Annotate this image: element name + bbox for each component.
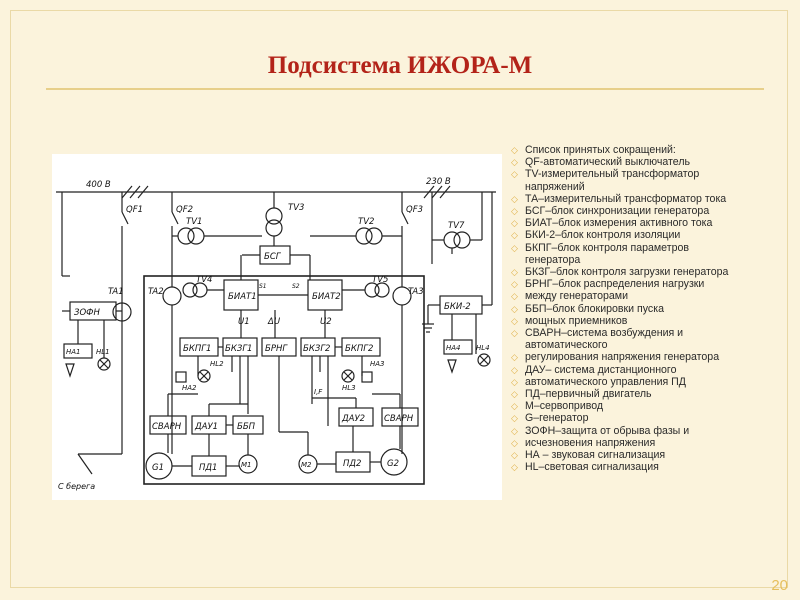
- tv2-label: TV2: [358, 217, 374, 227]
- abbreviation-item: ПД–первичный двигатель: [511, 388, 786, 400]
- tv5-label: TV5: [372, 275, 388, 285]
- bkpg2-block: БКПГ2: [345, 344, 373, 354]
- hl3-label: HL3: [342, 384, 356, 392]
- ha4-label: HA4: [446, 344, 461, 352]
- abbreviation-item: М–сервопривод: [511, 400, 786, 412]
- brng-block: БРНГ: [265, 344, 288, 354]
- schematic-diagram: 400 В 230 В QF1 QF2 QF3 TV1 TV2 TV3 TV4 …: [52, 154, 502, 500]
- abbreviations-list: Список принятых сокращений:QF-автоматиче…: [511, 144, 786, 474]
- abbreviation-item: между генераторами: [511, 290, 786, 302]
- qf3-label: QF3: [406, 205, 423, 215]
- abbreviation-item: БРНГ–блок распределения нагрузки: [511, 278, 786, 290]
- qf2-label: QF2: [176, 205, 193, 215]
- tv3-label: TV3: [288, 203, 304, 213]
- bki2-block: БКИ-2: [444, 302, 471, 312]
- abbreviation-item: напряжений: [525, 180, 585, 193]
- abbreviation-item: БСГ–блок синхронизации генератора: [511, 205, 786, 217]
- biat1-block: БИАТ1: [228, 292, 257, 302]
- ta3-label: TA3: [408, 287, 424, 297]
- hl2-label: HL2: [210, 360, 224, 368]
- abbreviation-item: БИАТ–блок измерения активного тока: [511, 217, 786, 229]
- tv1-label: TV1: [186, 217, 202, 227]
- abbreviation-item: QF-автоматический выключатель: [511, 156, 786, 168]
- abbreviation-item: БКИ-2–блок контроля изоляции: [511, 229, 786, 241]
- ta1-label: TA1: [108, 287, 124, 297]
- m1-machine: M1: [241, 461, 252, 469]
- dau1-block: ДАУ1: [194, 422, 218, 432]
- abbreviation-item: генератора: [525, 253, 581, 266]
- abbreviation-item: Список принятых сокращений:: [511, 144, 786, 156]
- bus-label-400v: 400 В: [86, 180, 111, 190]
- abbreviation-item: БКЗГ–блок контроля загрузки генератора: [511, 266, 786, 278]
- pd1-block: ПД1: [199, 463, 217, 473]
- hl4-label: HL4: [476, 344, 490, 352]
- abbreviation-item: автоматического: [525, 339, 608, 352]
- page-number: 20: [771, 577, 788, 594]
- abbreviation-item: HL–световая сигнализация: [511, 461, 786, 473]
- abbreviation-item: ДАУ– система дистанционного: [511, 364, 786, 376]
- bsg-block: БСГ: [264, 252, 282, 262]
- pd2-block: ПД2: [343, 459, 361, 469]
- g2-machine: G2: [387, 459, 399, 469]
- bus-label-230v: 230 В: [426, 177, 451, 187]
- s1-signal: S1: [259, 283, 267, 290]
- bbp-block: ББП: [237, 422, 256, 432]
- bkzg2-block: БКЗГ2: [303, 344, 330, 354]
- ha3-label: HA3: [370, 360, 385, 368]
- abbreviation-item: НА – звуковая сигнализация: [511, 449, 786, 461]
- u1-signal: U1: [238, 317, 250, 327]
- abbreviation-item: ББП–блок блокировки пуска: [511, 303, 786, 315]
- zofn-block: ЗОФН: [74, 308, 100, 318]
- abbreviation-item: ЗОФН–защита от обрыва фазы и: [511, 425, 786, 437]
- g1-machine: G1: [152, 463, 164, 473]
- qf1-label: QF1: [126, 205, 143, 215]
- ip-signal: I,F: [314, 388, 323, 396]
- slide-frame: [10, 10, 788, 588]
- ta2-label: TA2: [148, 287, 164, 297]
- u2-signal: U2: [320, 317, 332, 327]
- svarn2-block: СВАРН: [384, 414, 414, 424]
- abbreviation-item: мощных приемников: [511, 315, 786, 327]
- bkzg1-block: БКЗГ1: [225, 344, 252, 354]
- slide-title: Подсистема ИЖОРА-М: [267, 52, 533, 79]
- tv7-label: TV7: [448, 221, 465, 231]
- s2-signal: S2: [292, 283, 300, 290]
- schematic-svg: 400 В 230 В QF1 QF2 QF3 TV1 TV2 TV3 TV4 …: [56, 177, 496, 491]
- svarn1-block: СВАРН: [152, 422, 182, 432]
- title-divider: [46, 88, 764, 90]
- biat2-block: БИАТ2: [312, 292, 341, 302]
- du-signal: ΔU: [267, 317, 281, 327]
- bkpg1-block: БКПГ1: [183, 344, 211, 354]
- m2-machine: M2: [301, 461, 312, 469]
- abbreviation-item: G–генератор: [511, 412, 786, 424]
- abbreviation-item: БКПГ–блок контроля параметров: [511, 242, 786, 254]
- dau2-block: ДАУ2: [341, 414, 365, 424]
- abbreviation-item: СВАРН–система возбуждения и: [511, 327, 786, 339]
- ha2-label: HA2: [182, 384, 197, 392]
- abbreviation-item: автоматического управления ПД: [511, 376, 786, 388]
- abbreviation-item: ТА–измерительный трансформатор тока: [511, 193, 786, 205]
- hl1-label: HL1: [96, 348, 110, 356]
- shore-label: С берега: [58, 482, 95, 491]
- ha1-label: HA1: [66, 348, 81, 356]
- abbreviation-item: регулирования напряжения генератора: [511, 351, 786, 363]
- abbreviation-item: TV-измерительный трансформатор: [511, 168, 786, 180]
- abbreviation-item: исчезновения напряжения: [511, 437, 786, 449]
- tv4-label: TV4: [196, 275, 212, 285]
